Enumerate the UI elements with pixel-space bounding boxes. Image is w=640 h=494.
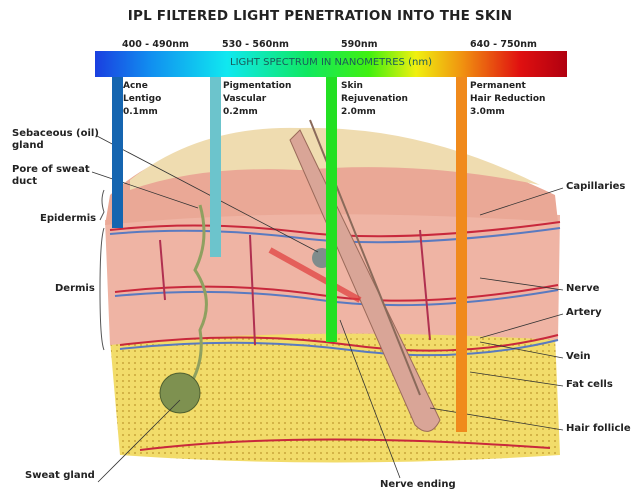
sweat-duct-shape bbox=[188, 204, 208, 386]
penetration-bar-orange bbox=[456, 77, 467, 432]
label-nerve-ending: Nerve ending bbox=[380, 479, 456, 490]
sweat-gland-shape bbox=[159, 372, 201, 414]
spectrum-bar-label: LIGHT SPECTRUM IN NANOMETRES (nm) bbox=[230, 57, 432, 68]
penetration-bar-green bbox=[326, 77, 337, 342]
leader-lines bbox=[91, 135, 564, 483]
band-description: Pigmentation Vascular 0.2mm bbox=[223, 80, 291, 119]
band-use: Lentigo bbox=[123, 94, 162, 104]
band-use: Pigmentation bbox=[223, 81, 292, 91]
band-range-label: 640 - 750nm bbox=[470, 39, 537, 50]
label-line: duct bbox=[12, 176, 37, 187]
penetration-bar-blue bbox=[112, 77, 123, 228]
label-epidermis: Epidermis bbox=[40, 213, 97, 224]
label-pore-of-sweat-duct: Pore of sweat duct bbox=[12, 164, 90, 188]
label-fat-cells: Fat cells bbox=[566, 379, 613, 390]
band-description: Skin Rejuvenation 2.0mm bbox=[341, 80, 408, 119]
penetration-bar-teal bbox=[210, 77, 221, 257]
band-use: Acne bbox=[123, 81, 148, 91]
label-line: Sebaceous (oil) bbox=[12, 128, 99, 139]
label-hair-follicle: Hair follicle bbox=[566, 423, 631, 434]
label-nerve: Nerve bbox=[566, 283, 600, 294]
label-dermis: Dermis bbox=[55, 283, 95, 294]
label-capillaries: Capillaries bbox=[566, 181, 626, 192]
band-description: Acne Lentigo 0.1mm bbox=[123, 80, 161, 119]
fat-layer bbox=[110, 328, 560, 463]
band-use: Hair Reduction bbox=[470, 94, 546, 104]
light-spectrum-bar bbox=[95, 51, 567, 77]
band-depth: 0.2mm bbox=[223, 107, 258, 117]
label-sebaceous-gland: Sebaceous (oil) gland bbox=[12, 128, 99, 152]
label-sweat-gland: Sweat gland bbox=[25, 470, 95, 481]
layer-brackets bbox=[99, 189, 105, 351]
band-use: Permanent bbox=[470, 81, 526, 91]
band-use: Rejuvenation bbox=[341, 94, 408, 104]
label-line: Pore of sweat bbox=[12, 164, 90, 175]
band-use: Skin bbox=[341, 81, 363, 91]
label-artery: Artery bbox=[566, 307, 602, 318]
band-depth: 0.1mm bbox=[123, 107, 158, 117]
label-vein: Vein bbox=[566, 351, 591, 362]
band-depth: 3.0mm bbox=[470, 107, 505, 117]
band-depth: 2.0mm bbox=[341, 107, 376, 117]
band-range-label: 530 - 560nm bbox=[222, 39, 289, 50]
band-range-label: 590nm bbox=[341, 39, 378, 50]
band-use: Vascular bbox=[223, 94, 267, 104]
band-range-label: 400 - 490nm bbox=[122, 39, 189, 50]
diagram-title: IPL FILTERED LIGHT PENETRATION INTO THE … bbox=[127, 8, 513, 24]
label-line: gland bbox=[12, 140, 44, 151]
band-description: Permanent Hair Reduction 3.0mm bbox=[470, 80, 545, 119]
